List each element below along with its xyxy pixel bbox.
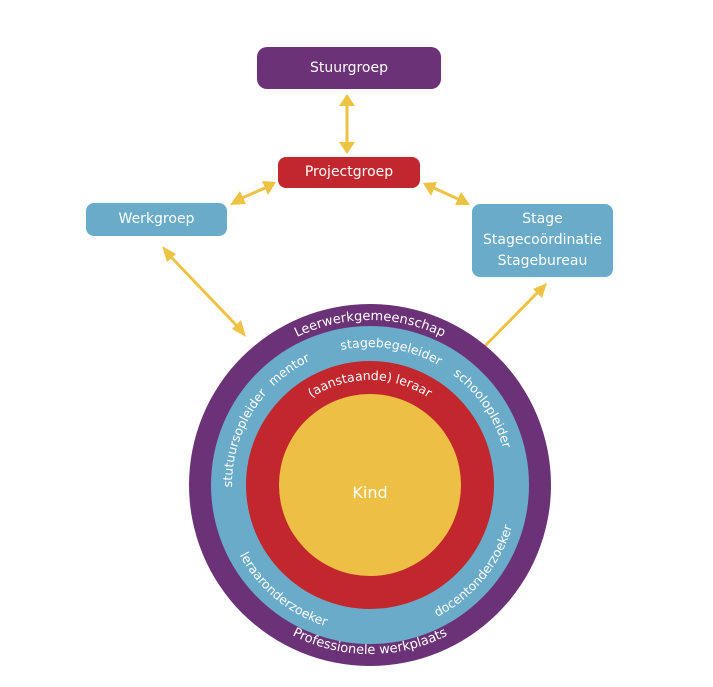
werkgroep-label: Werkgroep — [118, 211, 195, 227]
stage-line-3: Stagebureau — [497, 253, 588, 269]
center-circle — [279, 394, 461, 576]
stage-line-1: Stage — [522, 211, 563, 227]
stage-line-2: Stagecoördinatie — [482, 232, 602, 248]
projectgroep-label: Projectgroep — [304, 164, 394, 180]
werkgroep-box: Werkgroep — [86, 203, 227, 236]
stuurgroep-box: Stuurgroep — [257, 47, 441, 89]
arrow-stage-circle — [475, 283, 547, 356]
stuurgroep-label: Stuurgroep — [309, 59, 389, 76]
projectgroep-box: Projectgroep — [278, 157, 420, 188]
arrow-werkgroep-circle — [162, 246, 246, 337]
center-label: Kind — [352, 483, 387, 502]
arrow-projectgroep-werkgroep — [230, 181, 276, 205]
arrow-stuurgroep-projectgroep — [339, 94, 355, 154]
stage-box: Stage Stagecoördinatie Stagebureau — [472, 204, 613, 277]
arrow-projectgroep-stage — [423, 182, 470, 205]
